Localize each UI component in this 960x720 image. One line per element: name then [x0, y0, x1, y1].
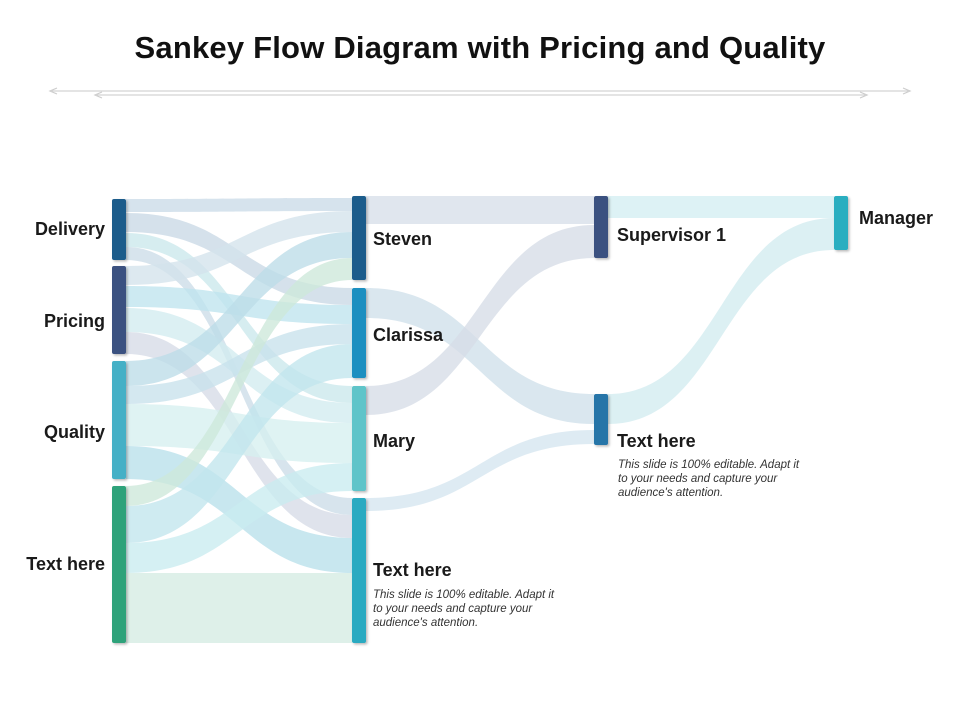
node-text-right: [594, 394, 608, 445]
flow-nodes: [112, 196, 848, 643]
flow-text-text-right: [366, 430, 594, 511]
label-text-left: Text here: [26, 554, 105, 574]
flow-clarissa-text: [366, 288, 594, 424]
flow-text-right-manager: [608, 218, 834, 424]
flow-text-mary: [126, 463, 352, 573]
label-steven: Steven: [373, 229, 433, 249]
flow-quality-steven: [126, 232, 352, 386]
flow-supervisor-manager: [608, 196, 834, 218]
label-supervisor: Supervisor 1: [617, 225, 727, 245]
node-pricing: [112, 266, 126, 354]
label-text-right: Text here: [617, 431, 696, 451]
node-delivery: [112, 199, 126, 260]
flow-pricing-steven: [126, 211, 352, 285]
flow-mary-supervisor: [366, 225, 594, 415]
flow-links: [126, 196, 834, 643]
description-text-right: This slide is 100% editable. Adapt it to…: [618, 459, 800, 499]
flow-text-text: [126, 573, 352, 643]
flow-delivery-steven: [126, 198, 352, 212]
node-supervisor: [594, 196, 608, 258]
description-text-mid: This slide is 100% editable. Adapt it to…: [373, 589, 555, 629]
label-clarissa: Clarissa: [373, 325, 444, 345]
node-quality: [112, 361, 126, 479]
node-manager: [834, 196, 848, 250]
node-text-mid: [352, 498, 366, 643]
flow-delivery-clarissa: [126, 213, 352, 305]
node-mary: [352, 386, 366, 491]
flow-text-clarissa: [126, 344, 352, 543]
node-steven: [352, 196, 366, 280]
node-text-left: [112, 486, 126, 643]
page-title: Sankey Flow Diagram with Pricing and Qua…: [134, 30, 826, 65]
label-delivery: Delivery: [34, 219, 105, 239]
label-mary: Mary: [373, 431, 416, 451]
label-pricing: Pricing: [43, 311, 105, 331]
label-text-mid: Text here: [373, 560, 452, 580]
label-manager: Manager: [859, 208, 934, 228]
label-quality: Quality: [43, 422, 105, 442]
title-divider: [48, 87, 912, 99]
flow-steven-supervisor: [366, 196, 594, 224]
flow-text-steven: [126, 258, 352, 506]
node-clarissa: [352, 288, 366, 378]
flow-quality-clarissa: [126, 324, 352, 404]
